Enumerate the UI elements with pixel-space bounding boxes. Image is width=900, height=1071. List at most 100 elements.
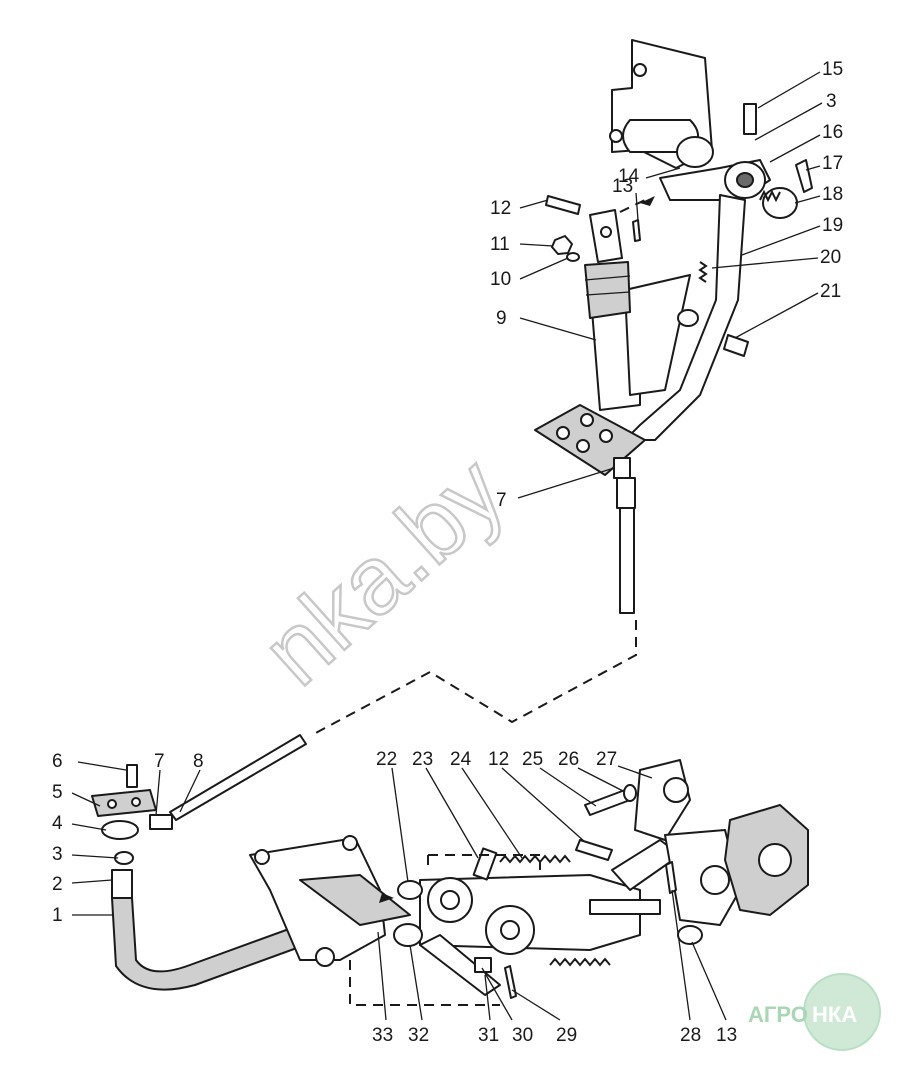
- cotter-pin-17: [795, 159, 813, 193]
- callout-25: 25: [522, 749, 543, 770]
- return-spring-16: [759, 189, 781, 203]
- tube-31: [419, 934, 501, 996]
- direction-arrow: [640, 196, 655, 206]
- seal-22: [397, 880, 423, 900]
- return-spring-lower: [549, 957, 611, 967]
- callout-3-upper: 3: [826, 91, 837, 112]
- nut-11: [551, 235, 573, 255]
- logo-circle: [803, 973, 881, 1051]
- cylinder-bore: [500, 920, 520, 940]
- callout-12-lower: 12: [488, 749, 509, 770]
- watermark-text: nka.by: [242, 437, 524, 706]
- callout-numbers: 15 3 16 17 18 19 20 21 14 13 12 11 10 9 …: [52, 59, 843, 1046]
- mounting-bracket-33: [249, 837, 386, 961]
- callout-9: 9: [496, 308, 507, 329]
- clevis-hole: [600, 226, 612, 238]
- fitting-7-lower: [149, 814, 173, 830]
- fitting-7: [613, 457, 631, 479]
- callout-13-upper-visible: 13: [612, 176, 633, 197]
- fork-eye: [663, 777, 689, 803]
- housing-boss: [700, 865, 730, 895]
- bolt-6: [126, 764, 138, 788]
- spring-20: [698, 261, 708, 283]
- callout-22: 22: [376, 749, 397, 770]
- pad-bolt: [599, 429, 613, 443]
- fitting-30: [474, 957, 492, 973]
- pipe-route-dashed: [311, 620, 637, 736]
- bracket-5: [91, 789, 157, 817]
- callout-27: 27: [596, 749, 617, 770]
- rubber-boot: [584, 261, 631, 319]
- bleed-screw-23: [472, 847, 498, 881]
- callout-23: 23: [412, 749, 433, 770]
- direction-arrow-lower: [379, 893, 394, 903]
- callout-29: 29: [556, 1025, 577, 1046]
- pedal-hub-bore: [736, 172, 754, 188]
- push-rod: [589, 899, 661, 915]
- bracket-hole: [131, 797, 141, 807]
- logo-text-left: АГРО: [748, 1002, 808, 1027]
- callout-12-upper: 12: [490, 198, 511, 219]
- callout-17: 17: [822, 153, 843, 174]
- cotter-pin-13: [632, 219, 641, 242]
- bracket-bolt-head: [609, 129, 623, 143]
- callout-15: 15: [822, 59, 843, 80]
- callout-21: 21: [820, 281, 841, 302]
- cotter-pin-13-lower: [665, 861, 677, 894]
- callout-4: 4: [52, 813, 63, 834]
- callout-2: 2: [52, 874, 63, 895]
- callout-18: 18: [822, 184, 843, 205]
- bracket-bolt: [254, 849, 270, 865]
- washer-10: [566, 252, 580, 262]
- callout-19: 19: [822, 215, 843, 236]
- slave-cylinder-assembly: [91, 734, 809, 1006]
- bracket-bolt: [315, 947, 335, 967]
- callout-10: 10: [490, 269, 511, 290]
- pad-bolt: [580, 413, 594, 427]
- callout-13-lower: 13: [716, 1025, 737, 1046]
- cylinder-port: [440, 890, 460, 910]
- dashed-outline-lower: [349, 960, 500, 1006]
- callout-30: 30: [512, 1025, 533, 1046]
- callout-3-lower: 3: [52, 844, 63, 865]
- callout-11: 11: [490, 234, 510, 255]
- pipe-8: [169, 734, 307, 821]
- bracket-bolt-head: [633, 63, 647, 77]
- flexible-hose-1: [111, 897, 306, 991]
- bracket-bolt: [342, 835, 358, 851]
- leader-lines: [71, 71, 823, 1021]
- callout-28: 28: [680, 1025, 701, 1046]
- bracket-hole: [107, 799, 117, 809]
- callout-7-upper: 7: [496, 490, 507, 511]
- hydraulic-pipe: [619, 507, 635, 614]
- bolt-21: [723, 334, 749, 357]
- callout-1: 1: [52, 905, 63, 926]
- callout-26: 26: [558, 749, 579, 770]
- callout-8: 8: [193, 751, 204, 772]
- logo-text-right: НКА: [812, 1002, 857, 1027]
- clip-13: [677, 925, 703, 945]
- callout-33: 33: [372, 1025, 393, 1046]
- bleed-fitting-32: [393, 923, 423, 947]
- plate-4: [101, 820, 139, 840]
- bracket-plate: [299, 874, 411, 926]
- return-spring-24: [499, 854, 571, 864]
- pedal-assembly: [534, 39, 813, 614]
- callout-20: 20: [820, 247, 841, 268]
- washer-20: [677, 309, 699, 327]
- clevis-pin-12-lower: [575, 839, 613, 861]
- callout-6: 6: [52, 751, 63, 772]
- callout-5: 5: [52, 782, 63, 803]
- pipe-union: [616, 477, 636, 509]
- shaft-end: [758, 843, 792, 877]
- bolt-15: [743, 103, 757, 135]
- callout-31: 31: [478, 1025, 499, 1046]
- pad-bolt: [556, 426, 570, 440]
- callout-16: 16: [822, 122, 843, 143]
- callout-7-lower: 7: [154, 751, 165, 772]
- direction-arrow-line: [619, 199, 646, 213]
- master-cylinder-flange: [624, 274, 691, 396]
- agronka-logo: АГРО НКА: [748, 973, 881, 1051]
- shaft-bushing: [676, 136, 714, 168]
